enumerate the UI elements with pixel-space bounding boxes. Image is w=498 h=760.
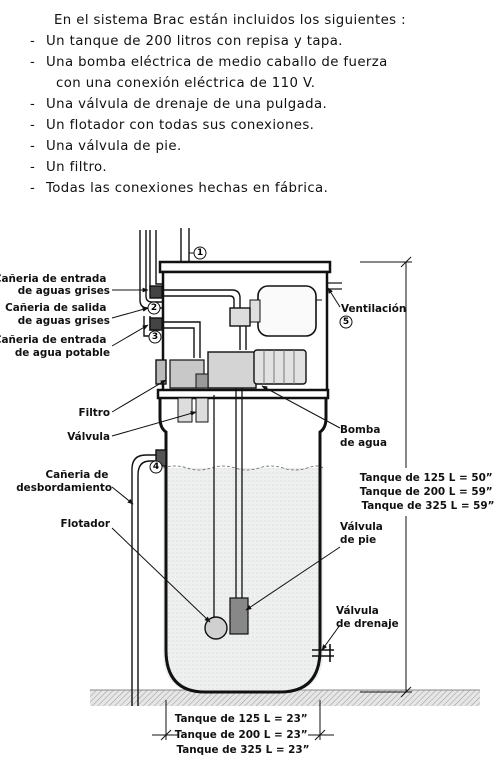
- width-spec: Tanque de 125 L = 23” Tanque de 200 L = …: [175, 713, 312, 756]
- list-item: -Un filtro.: [30, 160, 107, 175]
- label-filtro: Filtro: [79, 407, 110, 419]
- label-valvula-pie: Válvula de pie: [340, 521, 386, 546]
- list-item-continuation: con una conexión eléctrica de 110 V.: [56, 76, 316, 91]
- intro-text: En el sistema Brac están incluidos los s…: [30, 10, 490, 199]
- callout-5: 5: [339, 315, 353, 329]
- label-valvula-drenaje: Válvula de drenaje: [336, 605, 399, 630]
- label-bomba-agua: Bomba de agua: [340, 424, 387, 449]
- water-surface: [162, 465, 324, 471]
- label-valvula: Válvula: [67, 431, 110, 443]
- svg-text:2: 2: [151, 303, 157, 313]
- callout-2: 2: [147, 301, 161, 315]
- svg-text:5: 5: [343, 317, 349, 327]
- suction-pipe: [213, 388, 243, 618]
- list-item: -Una válvula de drenaje de una pulgada.: [30, 97, 328, 112]
- overflow-pipe: [131, 449, 167, 706]
- list-item: -Una bomba eléctrica de medio caballo de…: [30, 55, 388, 70]
- label-desbordamiento: Cañeria de desbordamiento: [16, 469, 112, 494]
- foot-valve: [229, 597, 249, 635]
- label-entrada-aguas-grises: Cañeria de entrada de aguas grises: [0, 273, 110, 297]
- pump-assembly: [169, 349, 307, 389]
- svg-text:4: 4: [153, 462, 159, 472]
- width-dimension: [152, 700, 334, 741]
- label-flotador: Flotador: [61, 518, 111, 530]
- callout-1: 1: [189, 246, 207, 260]
- height-dimension: [360, 256, 412, 698]
- pressure-tank: [249, 285, 322, 337]
- svg-text:3: 3: [152, 332, 158, 342]
- water-fill: [163, 468, 323, 692]
- label-salida-aguas-grises: Cañeria de salida de aguas grises: [5, 302, 110, 327]
- leader-lines: [111, 287, 341, 651]
- callout-4: 4: [149, 460, 163, 474]
- svg-text:1: 1: [197, 248, 203, 258]
- filter-valve-stubs: [177, 397, 209, 423]
- height-spec: Tanque de 125 L = 50” Tanque de 200 L = …: [360, 472, 497, 512]
- float: [204, 616, 228, 640]
- list-item: -Un tanque de 200 litros con repisa y ta…: [30, 34, 343, 49]
- intro-heading: En el sistema Brac están incluidos los s…: [54, 13, 407, 28]
- callout-3: 3: [148, 330, 162, 344]
- tank-body: [158, 398, 328, 694]
- list-item: -Todas las conexiones hechas en fábrica.: [30, 181, 329, 196]
- list-item: -Un flotador con todas sus conexiones.: [30, 118, 315, 133]
- label-ventilacion: Ventilación: [341, 303, 406, 315]
- label-entrada-agua-potable: Cañeria de entrada de agua potable: [0, 334, 110, 359]
- cabinet-pipes: [164, 289, 251, 358]
- list-item: -Una válvula de pie.: [30, 139, 182, 154]
